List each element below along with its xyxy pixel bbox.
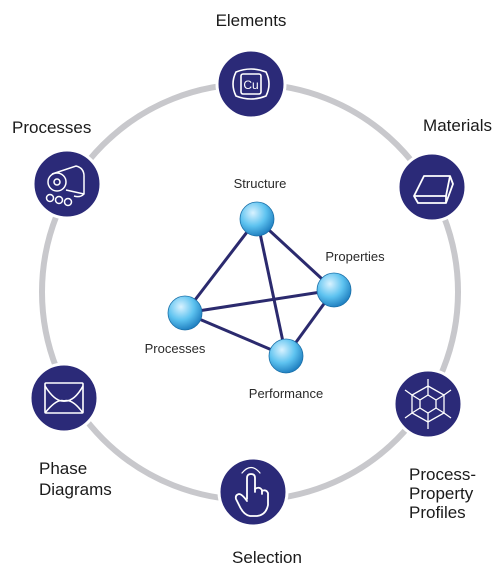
node-process-property-profiles: Process- Property Profiles [392,368,481,522]
sphere-properties [316,272,352,308]
sphere-structure [239,201,275,237]
tetrahedron-edge-processes-performance [184,311,287,358]
ingot-icon [413,175,454,204]
node-label-phase-diagrams: Phase Diagrams [39,459,112,499]
tetrahedron-edges [183,217,336,358]
node-label-processes: Processes [12,118,91,137]
tetrahedron-edge-properties-processes [184,288,335,315]
outer-ring [39,81,461,503]
node-label-materials: Materials [423,116,492,135]
microstructure-icon [404,379,452,429]
tetrahedron-vertices [167,201,352,374]
phase-diagram-icon [44,382,84,414]
vertex-label-structure: Structure [234,176,287,191]
tetrahedron-edge-structure-performance [255,218,288,357]
node-label-selection: Selection [232,548,302,567]
vertex-label-performance: Performance [249,386,323,401]
copper-element-icon: Cu [232,68,270,100]
node-materials: Materials [396,116,492,223]
node-phase-diagrams: Phase Diagrams [28,362,112,499]
tetrahedron-edge-structure-properties [255,217,336,292]
copper-symbol: Cu [243,78,258,92]
node-label-process-property-profiles: Process- Property Profiles [409,465,481,522]
sphere-processes [167,295,203,331]
sphere-performance [268,338,304,374]
node-label-elements: Elements [216,11,287,30]
node-processes: Processes [12,118,103,220]
vertex-label-properties: Properties [325,249,385,264]
tetrahedron-edge-structure-processes [183,218,259,314]
vertex-label-processes: Processes [145,341,206,356]
node-elements: Cu Elements [215,11,287,120]
rolling-mill-icon [45,165,85,207]
node-selection: Selection [217,456,302,567]
pointing-hand-icon [234,466,269,517]
